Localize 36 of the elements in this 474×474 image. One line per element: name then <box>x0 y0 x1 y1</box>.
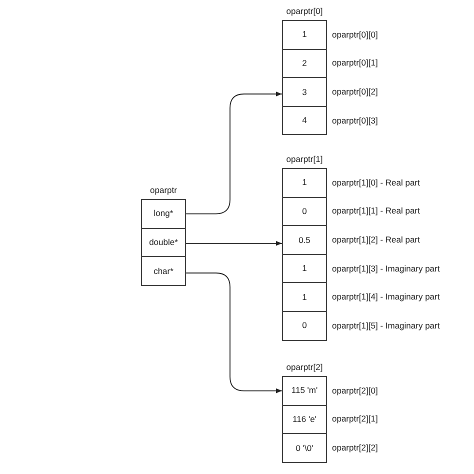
element-label: oparptr[1][3] - Imaginary part <box>332 262 440 275</box>
element-label: oparptr[0][1] <box>332 57 378 70</box>
element-label: oparptr[1][1] - Real part <box>332 205 420 218</box>
cell-value: 0 <box>302 319 307 332</box>
cell-value: 1 <box>302 262 307 275</box>
cell-value: 0.5 <box>298 234 310 246</box>
arrow <box>186 92 282 214</box>
array-name: oparptr[0] <box>286 6 323 16</box>
array-name: oparptr[1] <box>286 154 323 164</box>
element-label: oparptr[1][5] - Imaginary part <box>332 319 440 332</box>
element-label: oparptr[0][2] <box>332 86 378 98</box>
element-label: oparptr[1][2] - Real part <box>332 234 420 246</box>
cell-value: 4 <box>302 114 307 127</box>
array-name: oparptr[2] <box>286 362 323 372</box>
cell-value: 1 <box>302 290 307 304</box>
cell-value: 0 '\0' <box>296 442 314 454</box>
element-label: oparptr[2][2] <box>332 442 378 454</box>
element-label: oparptr[2][1] <box>332 413 378 426</box>
element-label: oparptr[1][4] - Imaginary part <box>332 290 440 304</box>
cell-value: 116 'e' <box>292 413 316 426</box>
element-label: oparptr[0][0] <box>332 28 378 42</box>
cell-value: 115 'm' <box>291 384 318 398</box>
array-name: oparptr <box>150 185 177 195</box>
element-label: oparptr[2][0] <box>332 384 378 398</box>
cell-value: char* <box>154 264 174 278</box>
cell-value: 1 <box>302 28 307 42</box>
arrow <box>186 241 282 246</box>
element-label: oparptr[1][0] - Real part <box>332 176 420 190</box>
cell-value: long* <box>154 207 174 220</box>
cell-value: 2 <box>302 57 307 70</box>
cell-value: 0 <box>302 205 307 218</box>
cell-value: 1 <box>302 176 307 190</box>
cell-value: 3 <box>302 86 307 98</box>
cell-value: double* <box>149 236 178 249</box>
element-label: oparptr[0][3] <box>332 114 378 127</box>
arrow <box>186 272 282 394</box>
